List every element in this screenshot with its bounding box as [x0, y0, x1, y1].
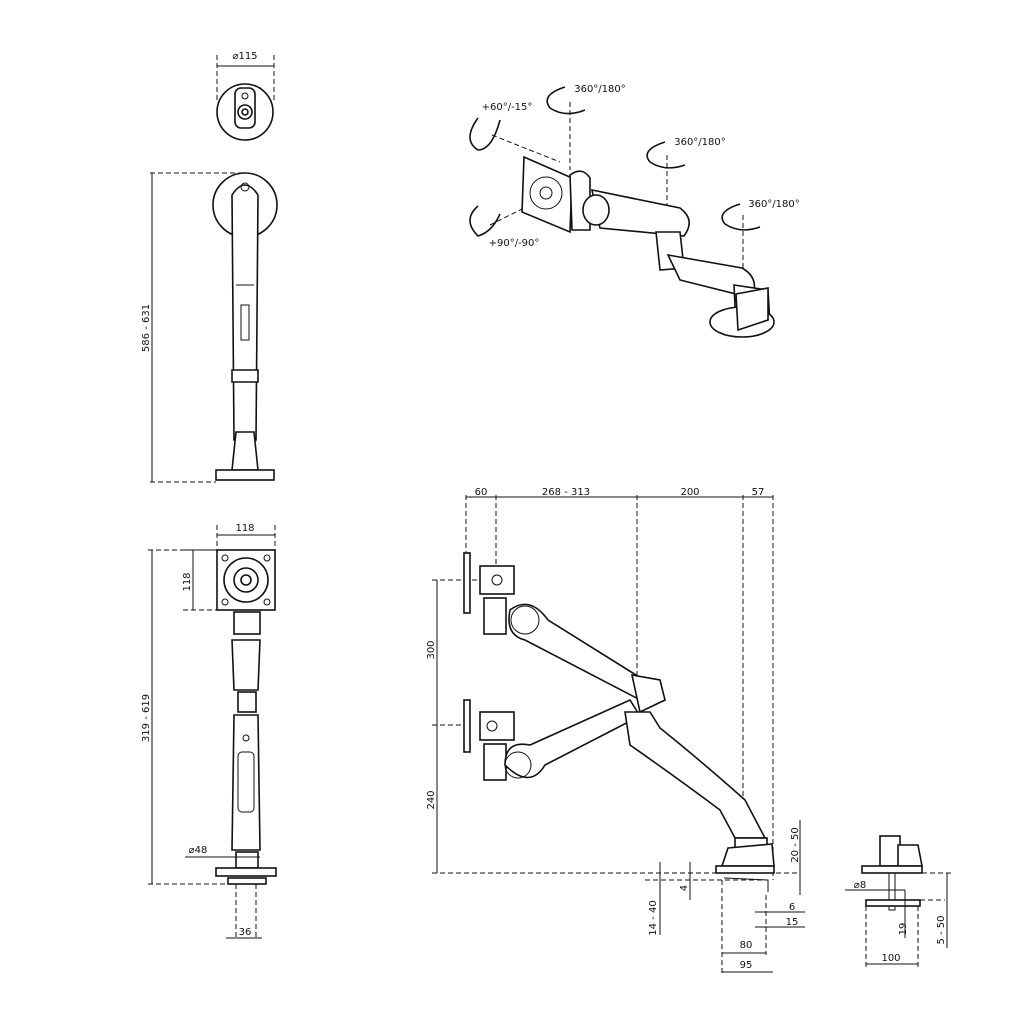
height-240-label: 240 — [426, 790, 437, 809]
top-view-base — [216, 55, 275, 141]
dim-6-label: 6 — [789, 902, 795, 913]
vesa-height-label: 118 — [182, 572, 193, 591]
bolt-diameter-label: ⌀8 — [854, 880, 866, 891]
head-swivel-label: 360°/180° — [574, 84, 626, 95]
front-view-arm — [150, 172, 278, 483]
desk-14-40-label: 14 - 40 — [648, 900, 659, 935]
rotation-label: +90°/-90° — [489, 238, 540, 249]
height-300-label: 300 — [426, 640, 437, 659]
tilt-label: +60°/-15° — [482, 102, 533, 113]
base-diameter-label: ⌀115 — [232, 51, 257, 62]
side-view-arm — [432, 495, 805, 975]
base-swivel-label: 360°/180° — [748, 199, 800, 210]
base-57-label: 57 — [752, 487, 765, 498]
clamp-view — [845, 835, 952, 968]
desk-5-50-label: 5 - 50 — [936, 915, 947, 944]
clamp-width-label: 36 — [239, 927, 252, 938]
desk-20-50-label: 20 - 50 — [790, 827, 801, 862]
reach-label: 268 - 313 — [542, 487, 590, 498]
arm-200-label: 200 — [680, 487, 699, 498]
rear-height-label: 319 - 619 — [141, 694, 152, 742]
plate-100-label: 100 — [881, 953, 900, 964]
gap-4-label: 4 — [679, 885, 690, 891]
isometric-arm — [489, 102, 775, 338]
plate-19-label: 19 — [898, 923, 909, 936]
rear-view-arm — [148, 525, 277, 940]
vesa-width-label: 118 — [235, 523, 254, 534]
pole-diameter-label: ⌀48 — [189, 845, 208, 856]
rotation-arrow-icons — [469, 86, 761, 237]
offset-60-label: 60 — [475, 487, 488, 498]
dim-15-label: 15 — [786, 917, 799, 928]
front-height-label: 586 - 631 — [141, 304, 152, 352]
elbow-swivel-label: 360°/180° — [674, 137, 726, 148]
dim-95-label: 95 — [740, 960, 753, 971]
dim-80-label: 80 — [740, 940, 753, 951]
